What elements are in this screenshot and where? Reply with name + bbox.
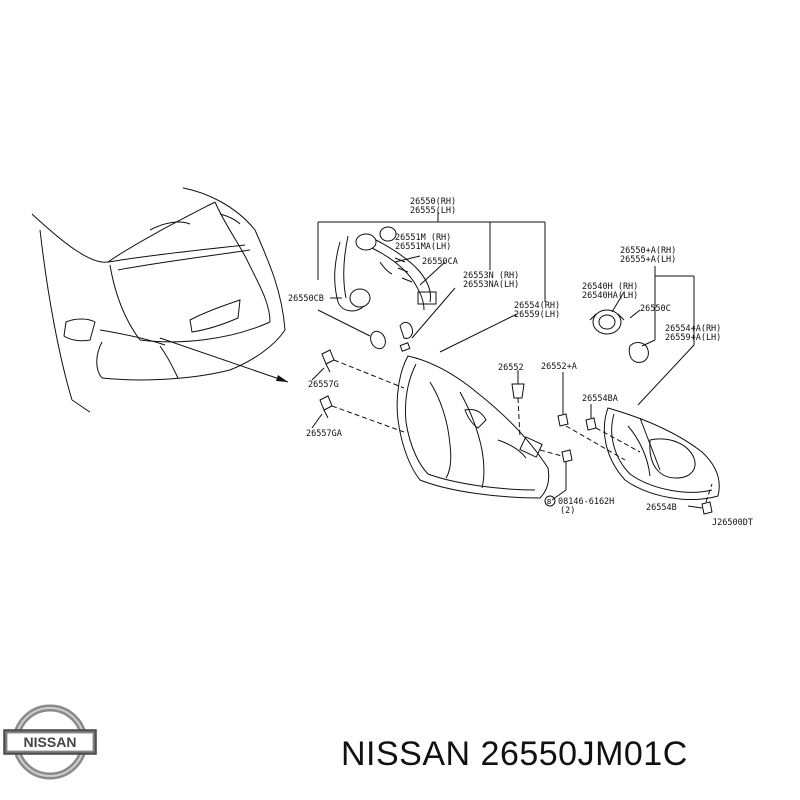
nissan-logo: NISSAN <box>3 704 97 780</box>
label-26555A: 26555+A(LH) <box>620 255 676 265</box>
label-bolt-mark: B <box>547 498 551 506</box>
label-26553NA: 26553NA(LH) <box>463 280 519 290</box>
label-26553N: 26553N (RH) <box>463 271 519 281</box>
leader-lines-top <box>317 212 546 353</box>
inner-tail-lamp <box>603 407 720 500</box>
label-26559: 26559(LH) <box>514 310 560 320</box>
label-26550CB: 26550CB <box>288 294 324 304</box>
part-title: NISSAN 26550JM01C <box>341 735 688 773</box>
label-26552: 26552 <box>498 363 524 373</box>
logo-text: NISSAN <box>24 734 77 750</box>
label-26559A: 26559+A(LH) <box>665 333 721 343</box>
diagram-code: J26500DT <box>712 518 753 528</box>
label-26552A: 26552+A <box>541 362 577 372</box>
label-26554B: 26554B <box>646 503 677 513</box>
inner-lamp-socket <box>589 309 649 363</box>
label-26540H: 26540H (RH) <box>582 282 638 292</box>
label-26551M: 26551M (RH) <box>395 233 451 243</box>
label-26554: 26554(RH) <box>514 301 560 311</box>
label-26554BA: 26554BA <box>582 394 618 404</box>
wiring-harness <box>334 226 437 312</box>
label-26550A: 26550+A(RH) <box>620 246 676 256</box>
car-rear-outline <box>31 187 289 413</box>
label-26557G: 26557G <box>308 380 339 390</box>
label-26550CA: 26550CA <box>422 257 458 267</box>
part-labels: 26550(RH) 26555(LH) 26551M (RH) 26551MA(… <box>288 197 753 528</box>
outer-tail-lamp <box>396 355 550 499</box>
leader-lines-right <box>611 266 695 406</box>
label-26554A: 26554+A(RH) <box>665 324 721 334</box>
label-26557GA: 26557GA <box>306 429 342 439</box>
bolt-mark-circle <box>544 495 556 507</box>
label-26555: 26555(LH) <box>410 206 456 216</box>
label-bolt: 08146-6162H <box>558 497 614 507</box>
label-26551MA: 26551MA(LH) <box>395 242 451 252</box>
label-26550: 26550(RH) <box>410 197 456 207</box>
label-bolt-qty: (2) <box>560 506 575 516</box>
bulbs <box>370 321 413 352</box>
label-26550C: 26550C <box>640 304 671 314</box>
label-26540HA: 26540HA(LH) <box>582 291 638 301</box>
